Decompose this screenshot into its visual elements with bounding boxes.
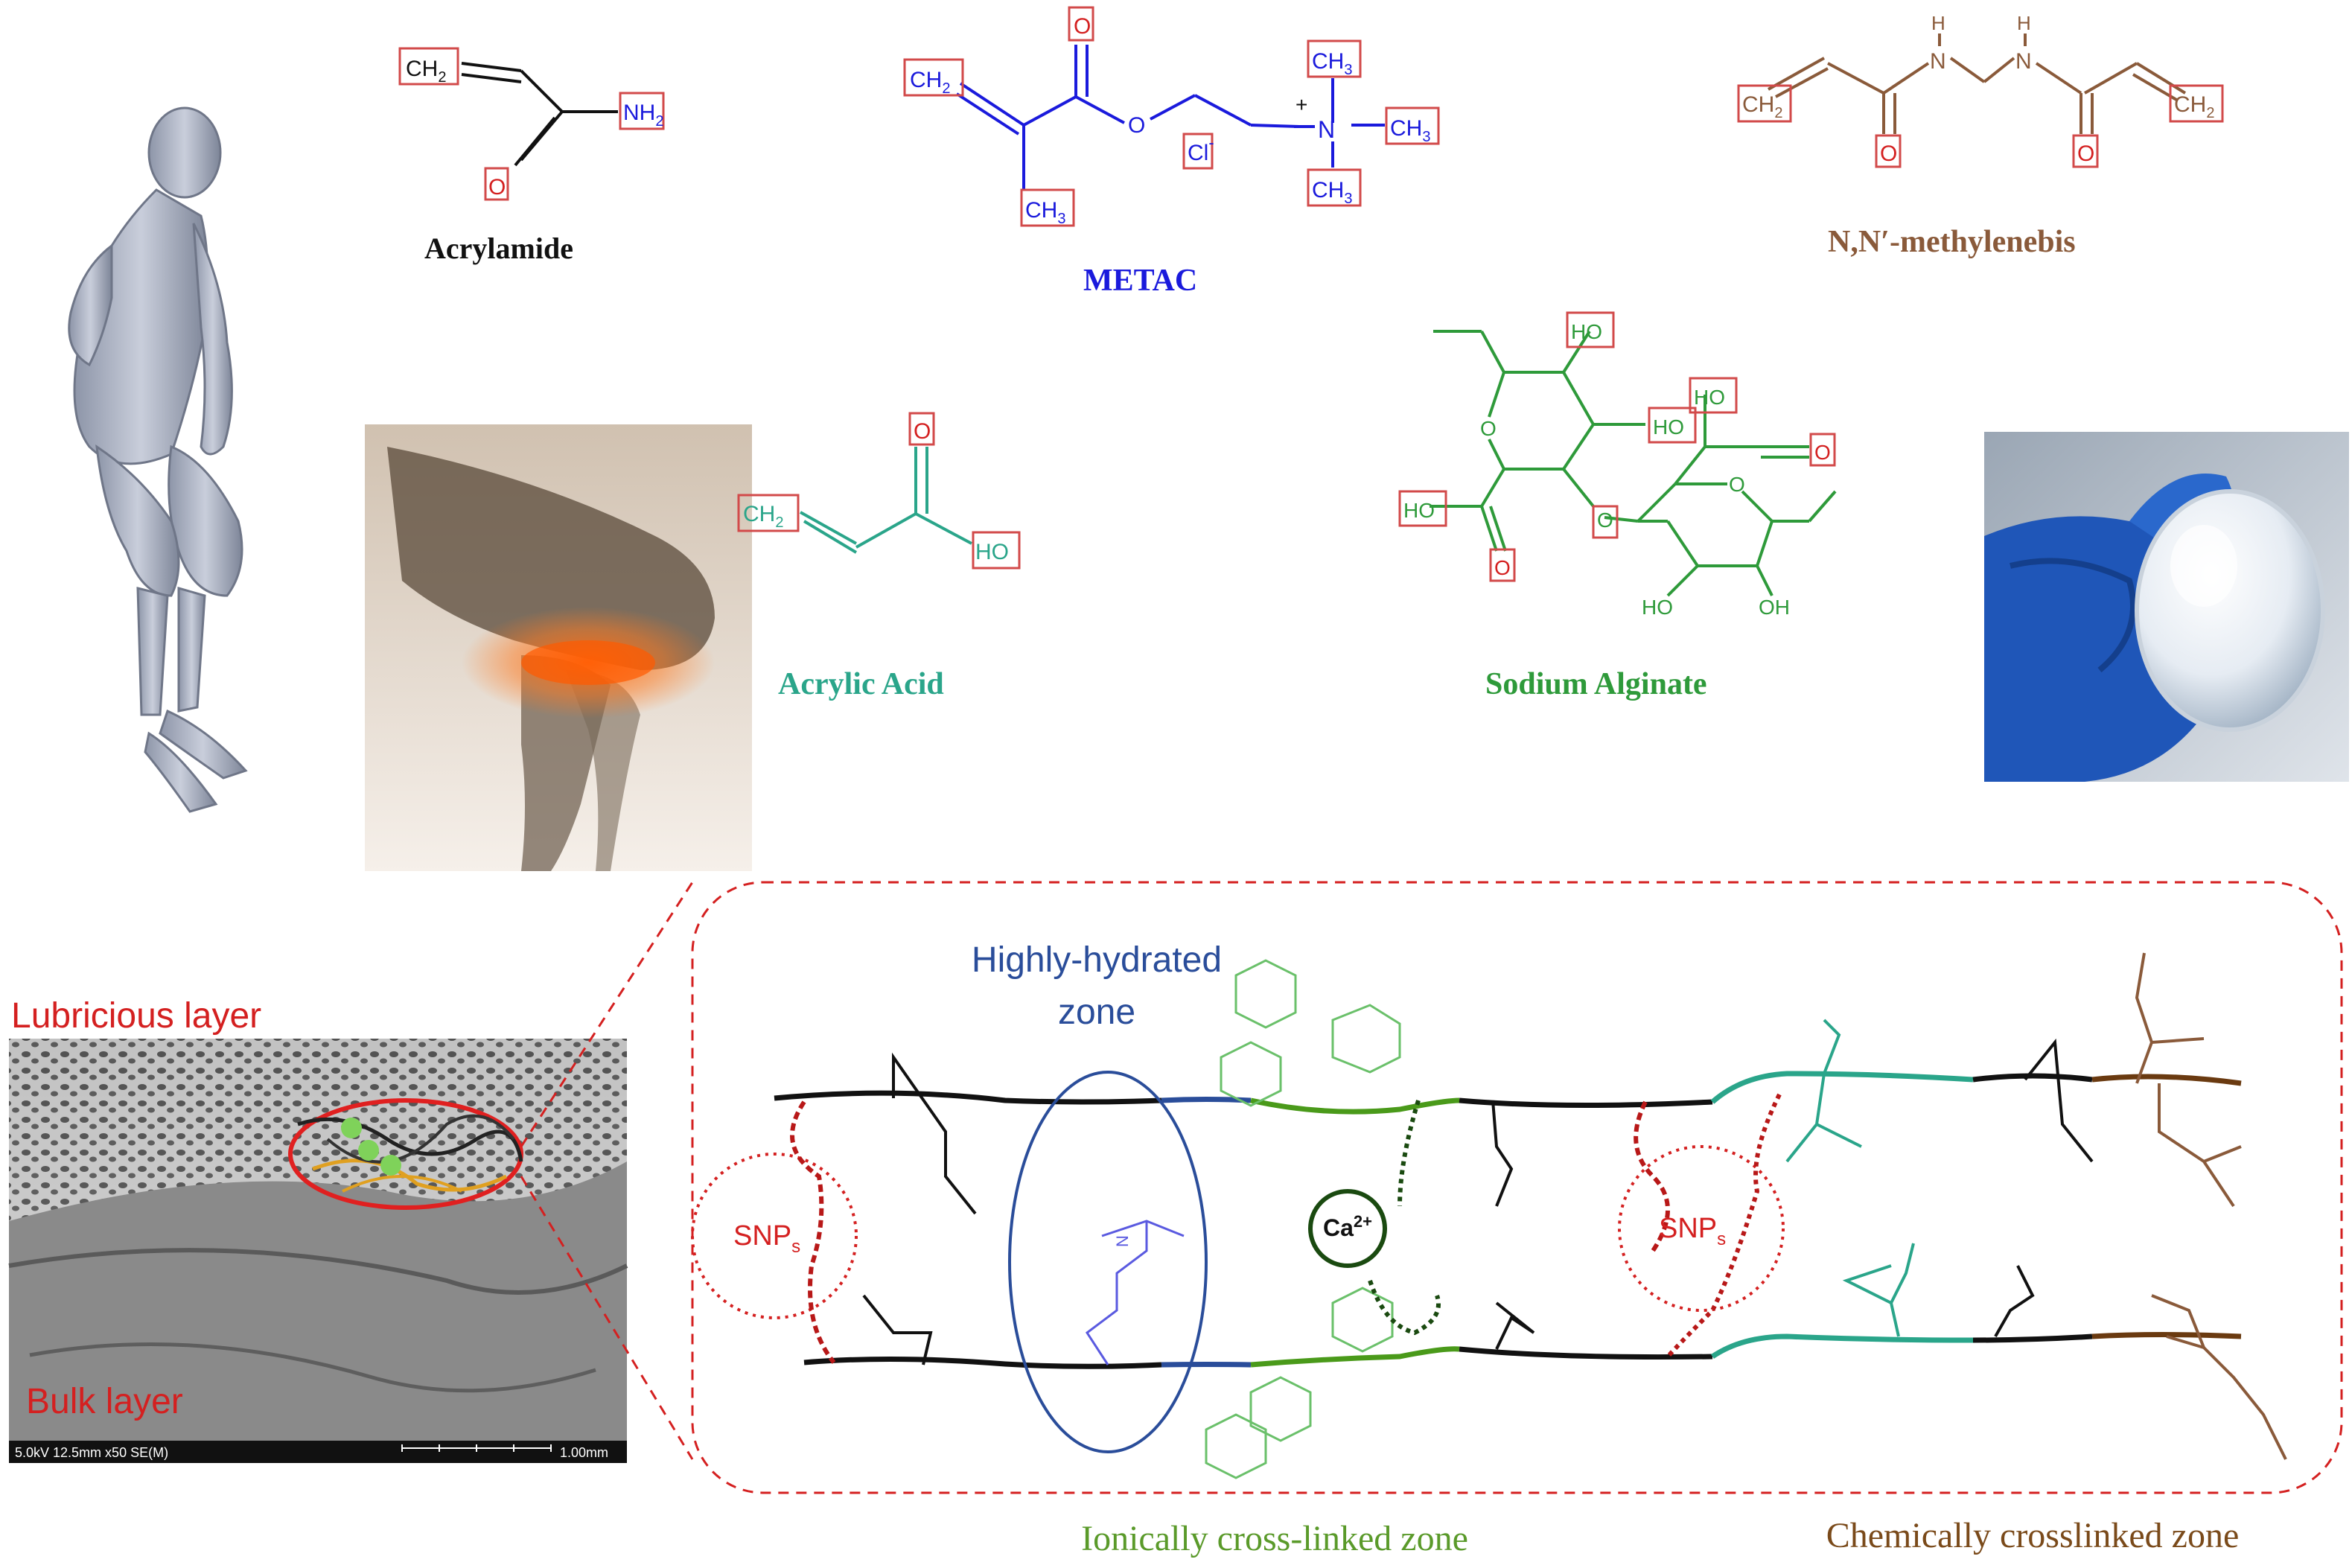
sem-scale-bar <box>401 1444 552 1452</box>
acrylic-acid-caption: Acrylic Acid <box>778 667 944 701</box>
mbaa-ch2-left-label: CH2 <box>1742 92 1782 121</box>
highly-hydrated-zone-label-line2: zone <box>1058 992 1135 1032</box>
calcium-ion-label: Ca2+ <box>1323 1212 1372 1241</box>
metac-ch3-top-label: CH3 <box>1312 49 1352 78</box>
knee-xray-image <box>365 424 752 871</box>
metac-side-chain-n: N <box>1113 1235 1132 1247</box>
alginate-ho5-label: HO <box>1642 596 1673 619</box>
hydrogel-sample-photo <box>1984 432 2349 782</box>
polymer-backbone-top <box>774 1071 2242 1115</box>
mbaa-h1-label: H <box>1931 12 1945 34</box>
metac-ch3-right-label: CH3 <box>1390 116 1430 145</box>
ionic-zone-label: Ionically cross-linked zone <box>1081 1519 1468 1558</box>
chemical-zone-label: Chemically crosslinked zone <box>1826 1516 2240 1555</box>
alginate-ho2-label: HO <box>1653 415 1684 439</box>
metac-structure <box>903 6 1440 227</box>
snp-label-left: SNPs <box>733 1220 800 1257</box>
alginate-ring-o1-label: O <box>1480 417 1497 440</box>
metac-ch2-label: CH2 <box>910 68 950 97</box>
mbaa-h2-label: H <box>2017 12 2031 34</box>
metac-o-ester-label: O <box>1128 113 1145 138</box>
calcium-ion <box>1308 1100 1441 1336</box>
metac-ch3-bottom-label: CH3 <box>1312 178 1352 207</box>
highly-hydrated-zone-ellipse <box>1008 1071 1208 1453</box>
metac-side-chain <box>1085 1220 1185 1365</box>
polymer-backbone-bottom <box>803 1332 2242 1369</box>
snp-particle-left <box>691 1100 858 1364</box>
acrylic-acid-pendant-groups <box>1785 1019 1915 1337</box>
mbaa-ch2-right-label: CH2 <box>2174 92 2214 121</box>
alginate-ho1-label: HO <box>1571 320 1602 343</box>
mbaa-caption: N,N′-methylenebis <box>1828 225 2076 259</box>
metac-plus-label: + <box>1295 93 1307 116</box>
metac-cl-label: Cl- <box>1188 133 1214 165</box>
acrylic-acid-structure <box>737 412 1021 570</box>
snp-label-right: SNPs <box>1659 1213 1726 1249</box>
acrylamide-ch2-label: CH2 <box>406 57 446 86</box>
alginate-ho4-label: HO <box>1694 386 1725 409</box>
highly-hydrated-zone-label-line1: Highly-hydrated <box>972 940 1222 980</box>
alginate-link-o-label: O <box>1597 509 1613 532</box>
bulk-layer-label: Bulk layer <box>26 1382 183 1421</box>
metac-n-label: N <box>1318 116 1335 143</box>
alginate-pendant-rings <box>1205 959 1401 1479</box>
snp-particle-right <box>1618 1093 1785 1359</box>
sem-info-bar: 5.0kV 12.5mm x50 SE(M) <box>15 1445 168 1460</box>
mbaa-n1-label: N <box>1930 49 1946 74</box>
acrylic-acid-o-label: O <box>914 419 931 444</box>
alginate-ho3-label: HO <box>1403 499 1435 522</box>
acrylamide-structure <box>398 47 665 201</box>
sodium-alginate-structure <box>1398 311 1837 597</box>
acrylamide-o-label: O <box>488 175 506 200</box>
alginate-carbonyl-o1-label: O <box>1494 556 1511 579</box>
zoom-connector-lines <box>520 882 694 1460</box>
alginate-caption: Sodium Alginate <box>1485 667 1707 701</box>
mbaa-n2-label: N <box>2015 49 2032 74</box>
mbaa-structure <box>1737 34 2224 168</box>
alginate-carbonyl-o2-label: O <box>1814 441 1831 464</box>
sem-micrograph <box>8 1039 628 1463</box>
mbaa-o1-label: O <box>1880 141 1897 166</box>
sem-scale-label: 1.00mm <box>560 1445 608 1460</box>
acrylic-acid-ho-label: HO <box>975 540 1009 564</box>
acrylic-acid-ch2-label: CH2 <box>743 502 783 531</box>
lubricious-layer-label: Lubricious layer <box>11 996 261 1036</box>
metac-o-top-label: O <box>1074 14 1091 39</box>
acrylamide-caption: Acrylamide <box>424 232 573 265</box>
network-schematic-frame <box>691 881 2343 1494</box>
alginate-oh-label: OH <box>1759 596 1790 619</box>
metac-caption: METAC <box>1083 264 1197 298</box>
alginate-ring-o2-label: O <box>1729 473 1745 496</box>
acrylamide-pendant-groups <box>862 1038 2094 1365</box>
mbaa-o2-label: O <box>2077 141 2094 166</box>
mbaa-crosslink-groups <box>2135 952 2287 1460</box>
human-figure-illustration <box>68 106 248 813</box>
acrylamide-nh2-label: NH2 <box>623 101 663 130</box>
metac-ch3-left-label: CH3 <box>1025 198 1065 227</box>
